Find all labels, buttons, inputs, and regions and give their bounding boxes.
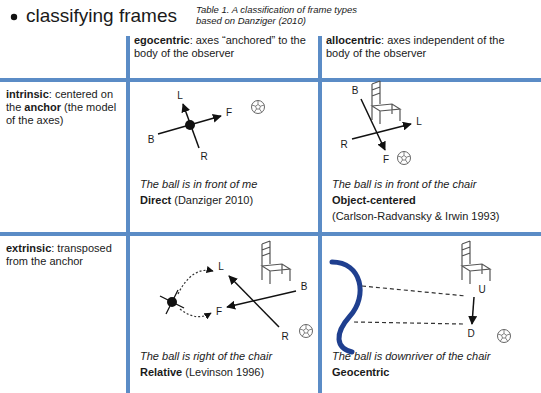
- label-text: Geocentric: [332, 366, 389, 378]
- label-text: (Danziger 2010): [171, 194, 253, 206]
- axis-letter: U: [478, 285, 485, 295]
- relative-axes: [227, 276, 296, 327]
- transpose-arcs: [178, 270, 213, 316]
- axis-letter: B: [301, 282, 308, 292]
- ball-icon: [300, 325, 313, 338]
- label-text: intrinsic: [6, 88, 49, 100]
- label-text: The ball is downriver of the chair: [332, 350, 490, 362]
- row-header: extrinsic: transposed from the anchor: [6, 242, 122, 268]
- axis-letter: R: [200, 152, 207, 162]
- observer-dot: [185, 120, 195, 130]
- chair-icon: [262, 241, 290, 284]
- citation: (Carlson-Radvansky & Irwin 1993): [332, 210, 532, 223]
- example-sentence: The ball is in front of me: [140, 178, 316, 191]
- label-text: Relative: [140, 366, 182, 378]
- label-text: egocentric: [134, 34, 190, 46]
- ball-icon: [398, 152, 411, 165]
- axis-letter: F: [226, 108, 232, 118]
- ball-icon: [252, 101, 265, 114]
- label-text: (Levinson 1996): [182, 366, 264, 378]
- axis-letter: R: [281, 332, 288, 342]
- axis-letter: B: [148, 135, 155, 145]
- river: [332, 262, 360, 352]
- axis-letter: F: [216, 307, 222, 317]
- frame-name: Object-centered: [332, 194, 532, 207]
- frame-name: Relative (Levinson 1996): [140, 366, 316, 379]
- bullet: [11, 14, 17, 20]
- example-sentence: The ball is right of the chair: [140, 350, 316, 363]
- direct-axes: [158, 104, 221, 148]
- transpose-dashes: [354, 286, 466, 324]
- label-text: Object-centered: [332, 194, 416, 206]
- row-header: intrinsic: centered on the anchor (the m…: [6, 88, 122, 128]
- object-axes: [352, 99, 411, 150]
- axis-letter: B: [352, 86, 359, 96]
- axis-letter: L: [218, 262, 224, 272]
- label-text: (Carlson-Radvansky & Irwin 1993): [332, 210, 500, 222]
- axis-letter: D: [467, 329, 474, 339]
- axis-letter: L: [416, 117, 422, 127]
- chair-icon: [462, 241, 490, 284]
- axis-letter: F: [383, 155, 389, 165]
- axis-letter: L: [177, 91, 183, 101]
- label-text: allocentric: [326, 34, 381, 46]
- label-text: The ball is right of the chair: [140, 350, 272, 362]
- frame-name: Direct (Danziger 2010): [140, 194, 316, 207]
- table-grid: [0, 36, 541, 393]
- label-text: Direct: [140, 194, 171, 206]
- column-header: allocentric: axes independent of the bod…: [326, 34, 521, 60]
- label-text: The ball is in front of me: [140, 178, 257, 190]
- slide-title: classifying frames: [26, 5, 177, 28]
- label-text: extrinsic: [6, 242, 51, 254]
- column-header: egocentric: axes “anchored” to the body …: [134, 34, 314, 60]
- frame-name: Geocentric: [332, 366, 532, 379]
- table-caption: Table 1. A classification of frame types…: [196, 4, 366, 27]
- label-text: The ball is in front of the chair: [332, 178, 476, 190]
- axis-letter: R: [340, 140, 347, 150]
- ball-icon: [498, 330, 511, 343]
- label-text: anchor: [24, 101, 61, 113]
- example-sentence: The ball is in front of the chair: [332, 178, 532, 191]
- observer-axes: [160, 290, 184, 314]
- up-down-axis: [472, 297, 474, 324]
- example-sentence: The ball is downriver of the chair: [332, 350, 532, 363]
- chair-icon: [372, 81, 400, 124]
- observer-dot: [167, 297, 177, 307]
